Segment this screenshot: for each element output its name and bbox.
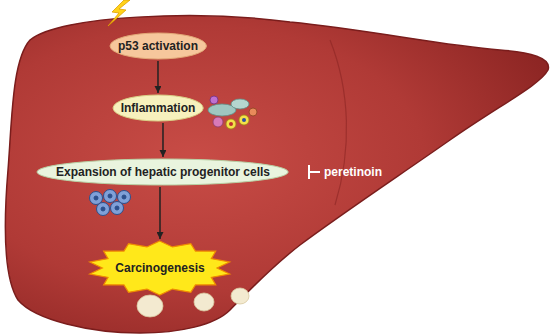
tumor xyxy=(137,295,163,317)
tumor xyxy=(194,293,214,311)
process-ellipse: Expansion of hepatic progenitor cells xyxy=(36,158,289,186)
flow-arrow xyxy=(157,61,159,93)
cell xyxy=(210,96,218,104)
flow-arrow xyxy=(162,123,164,157)
ellipse-shape xyxy=(110,33,206,59)
cell-nucleus xyxy=(115,206,119,210)
inflammatory-cells xyxy=(208,96,257,129)
progenitor-cells xyxy=(90,190,131,216)
inhibition-symbol xyxy=(309,165,320,179)
tumor xyxy=(231,288,249,304)
inhibition-bar xyxy=(308,165,310,179)
cell xyxy=(249,108,257,116)
process-ellipse: Inflammation xyxy=(112,94,204,122)
cell-nucleus xyxy=(229,122,233,126)
node-label: p53 activation xyxy=(118,39,198,53)
drug-label: peretinoin xyxy=(324,165,382,179)
cell xyxy=(104,190,117,203)
ellipse-shape xyxy=(113,95,203,121)
cell xyxy=(226,119,236,129)
liver-fissure xyxy=(330,40,346,205)
liver-shape xyxy=(5,16,548,333)
cell-nucleus xyxy=(101,207,105,211)
outcome-starburst: Carcinogenesis xyxy=(87,240,232,296)
cell xyxy=(213,117,223,127)
lightning-bolt xyxy=(108,0,130,26)
flow-arrow xyxy=(159,187,161,239)
cell-nucleus xyxy=(94,196,98,200)
cell-nucleus xyxy=(122,195,126,199)
inhibition-line xyxy=(309,171,320,173)
trigger-ellipse: p53 activation xyxy=(109,32,207,60)
node-label: Inflammation xyxy=(121,101,196,115)
ellipse-shape xyxy=(37,159,288,185)
node-label: Expansion of hepatic progenitor cells xyxy=(56,165,270,179)
cell-nucleus xyxy=(242,118,246,122)
node-label: Carcinogenesis xyxy=(115,261,204,275)
cell xyxy=(239,115,249,125)
cell-nucleus xyxy=(108,194,112,198)
cell xyxy=(231,99,249,109)
cell xyxy=(118,191,131,204)
cell xyxy=(97,203,110,216)
starburst-shape xyxy=(90,241,230,295)
